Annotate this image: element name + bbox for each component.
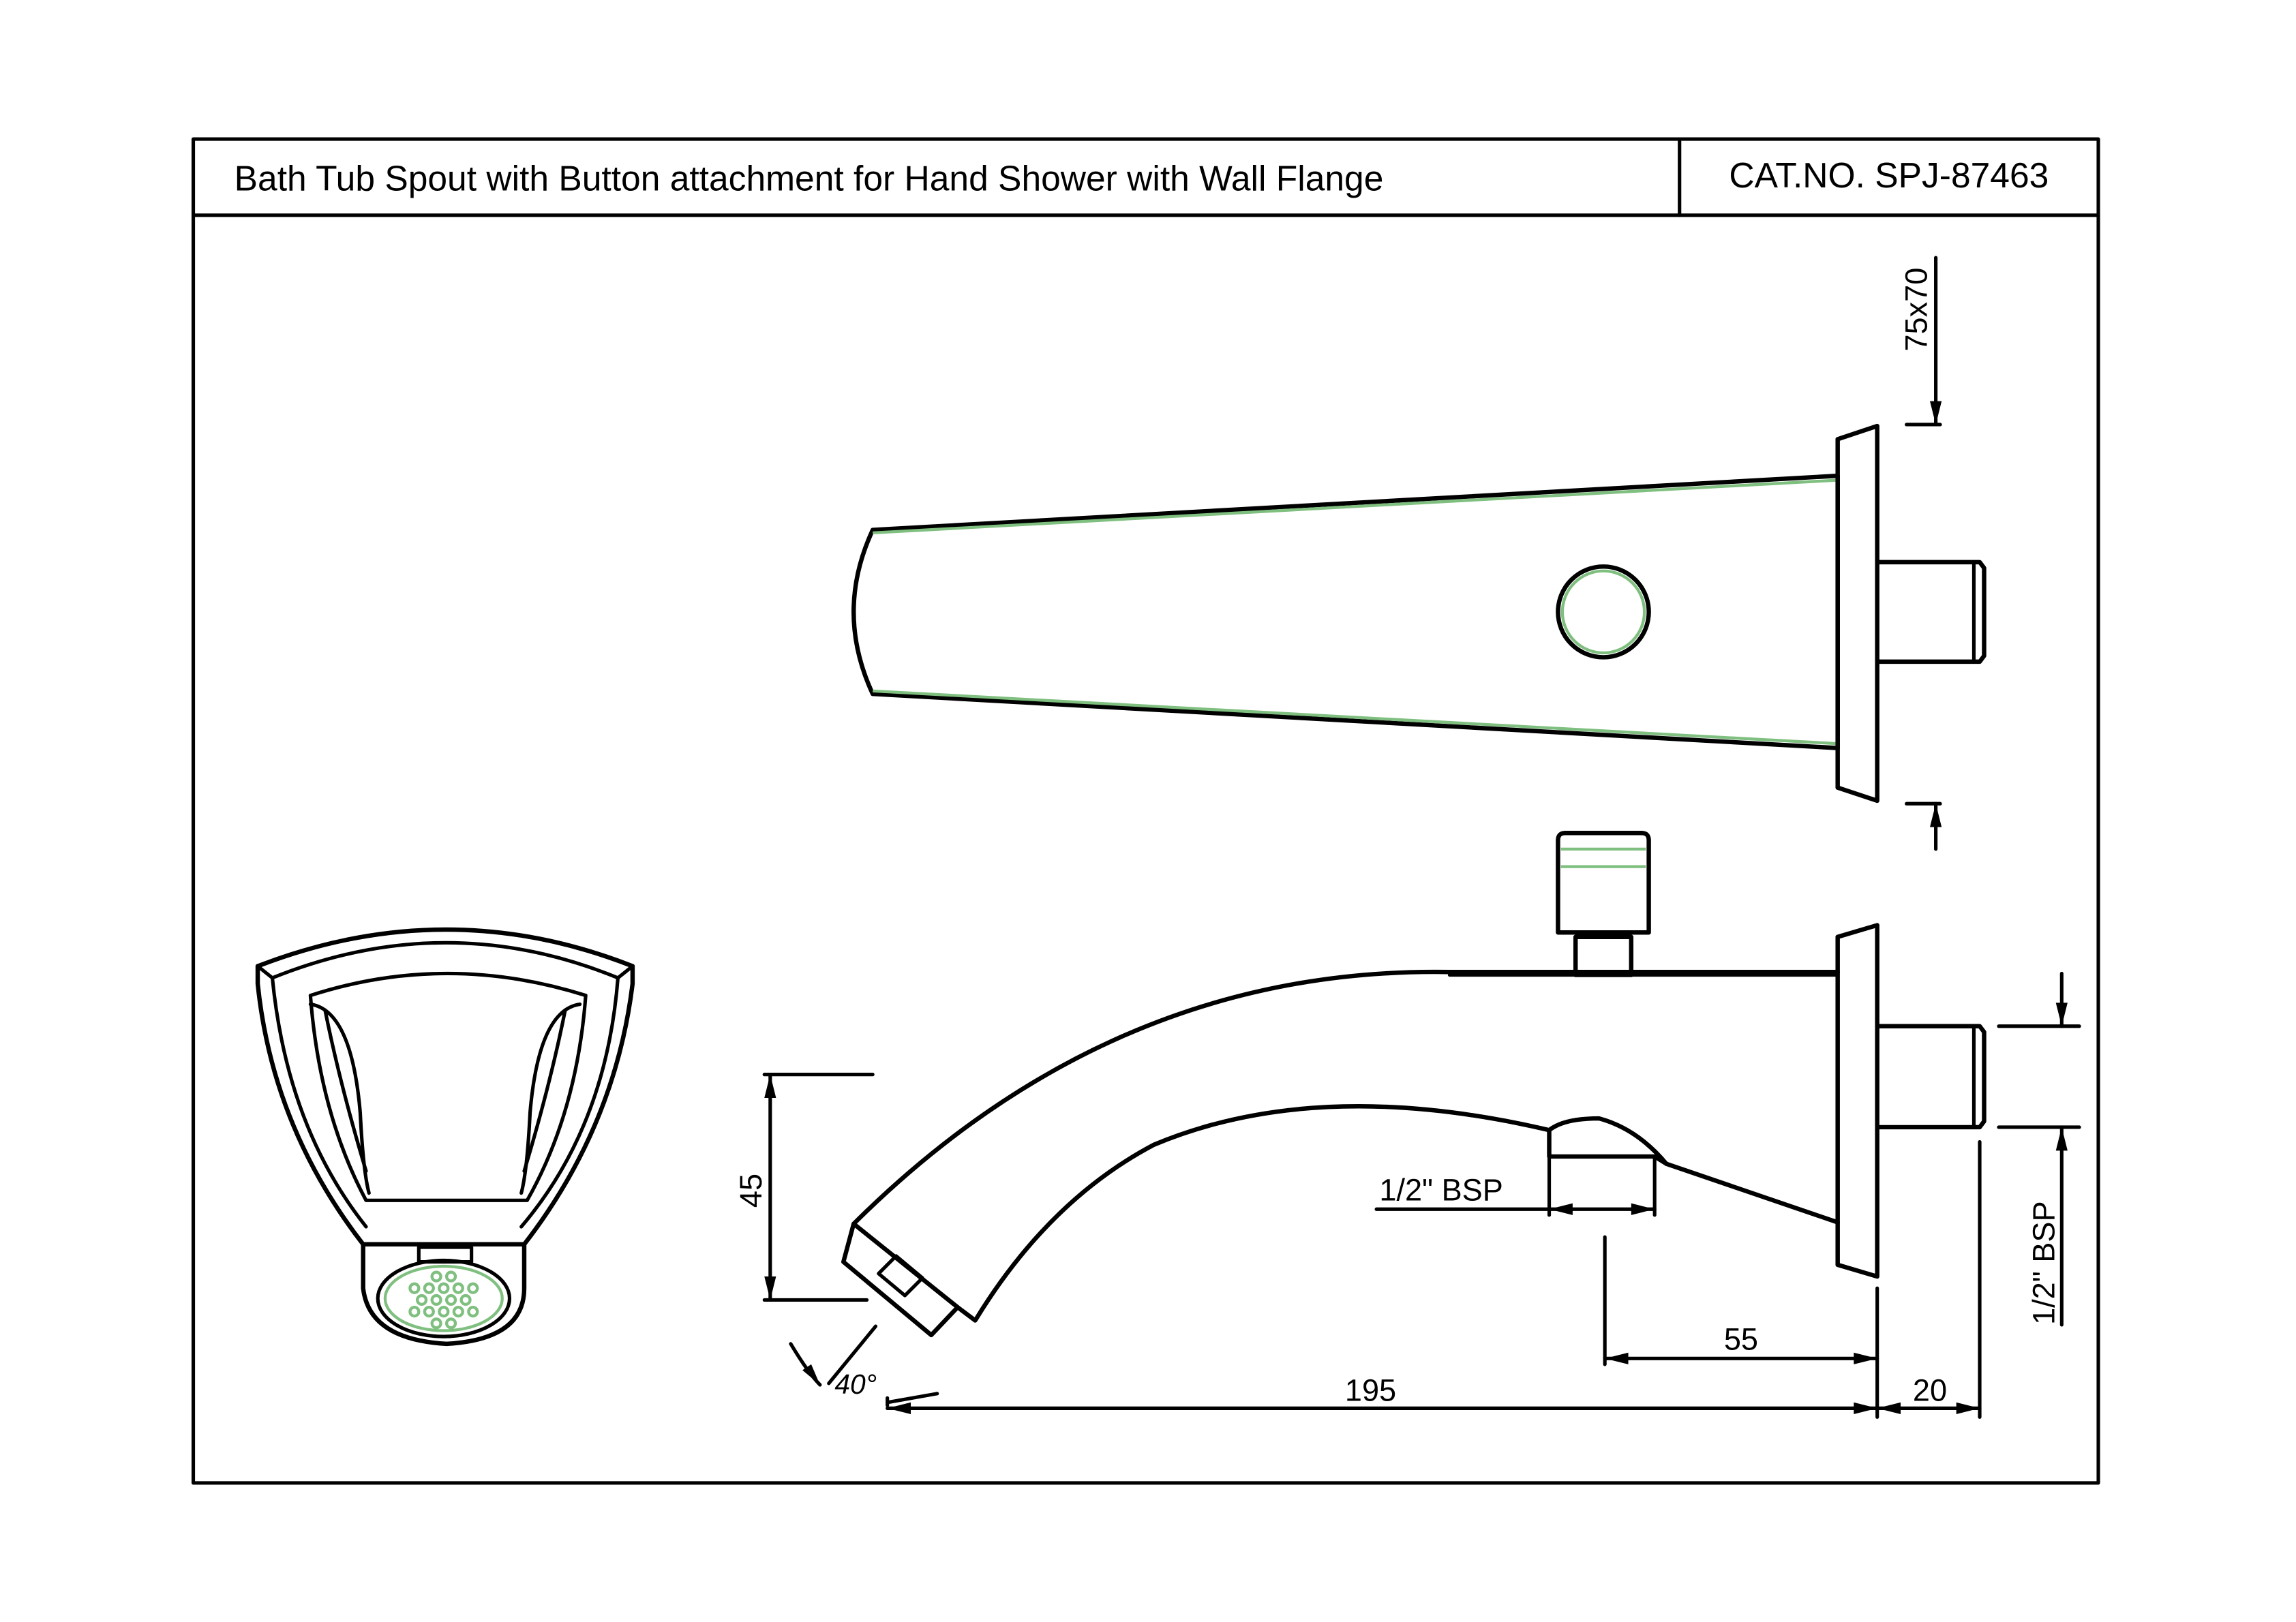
height-dimension (762, 1073, 875, 1302)
height-label: 45 (734, 1174, 768, 1208)
drawing-title: Bath Tub Spout with Button attachment fo… (235, 158, 1384, 198)
outlet-boss (1547, 1128, 1669, 1166)
spout-top-view (851, 423, 1987, 804)
outlet-distance-label: 55 (1724, 1321, 1758, 1356)
spout-body-outline (851, 473, 1840, 750)
aerator-mesh (376, 1258, 512, 1338)
front-aerator-housing (361, 1242, 527, 1347)
angle-label: 40° (834, 1368, 877, 1400)
outlet-thread-dimension (1374, 1154, 1657, 1217)
angle-dimension (789, 1324, 939, 1407)
spout-front-view (255, 927, 635, 1347)
wall-flange-top (1835, 423, 1879, 804)
front-inner-recess (308, 971, 588, 1202)
catalog-number: CAT.NO. SPJ-87463 (1729, 155, 2049, 195)
inlet-thread-label: 1/2" BSP (2027, 1201, 2061, 1324)
hand-shower-button (1556, 830, 1651, 977)
aerator-mesh-pattern (408, 1270, 479, 1330)
total-length-dimension (886, 1402, 1879, 1414)
drawing-frame (191, 137, 2100, 1485)
inlet-pipe-top (1875, 560, 1987, 664)
total-length-label: 195 (1345, 1373, 1396, 1408)
wall-flange-side (1835, 923, 1879, 1279)
flange-size-label: 75x70 (1899, 268, 1934, 352)
spout-body-side (851, 969, 1840, 1323)
outlet-distance-dimension (1603, 1235, 1879, 1419)
diverter-button (1556, 564, 1651, 660)
flange-depth-dimension (1875, 1139, 1982, 1419)
front-outer-shell (255, 927, 635, 1247)
flange-depth-label: 20 (1913, 1373, 1947, 1408)
aerator-outlet (841, 1221, 960, 1338)
outlet-thread-label: 1/2" BSP (1379, 1172, 1502, 1207)
inlet-pipe-side (1875, 1024, 1987, 1130)
inlet-thread-dimension (1997, 971, 2081, 1327)
spout-side-view (841, 830, 1987, 1338)
flange-size-dimension (1905, 256, 1942, 851)
